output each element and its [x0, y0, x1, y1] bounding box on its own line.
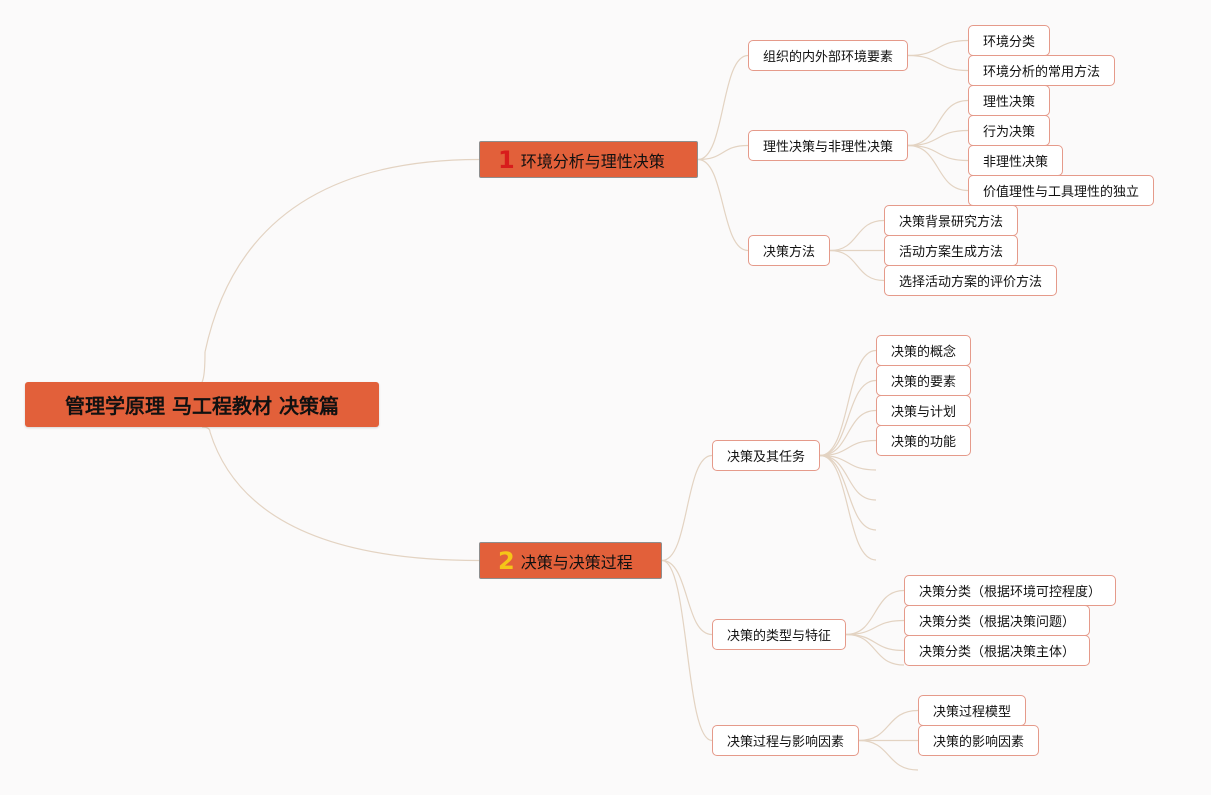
link-sub-1-2-leaf-2: [907, 129, 969, 147]
topic-process-model[interactable]: 决策过程模型: [918, 695, 1027, 726]
root-to-branch-1: [204, 158, 480, 353]
topic-rational-decision[interactable]: 理性决策: [968, 85, 1051, 116]
link-sub-1-3-leaf-3: [829, 249, 885, 282]
link-branch-2-sub-1: [661, 454, 713, 562]
topic-class-by-problem[interactable]: 决策分类（根据决策问题）: [904, 605, 1091, 636]
root-to-branch-2: [209, 431, 480, 562]
branch-label: 环境分析与理性决策: [520, 151, 665, 171]
link-empty-slot-types: [845, 633, 905, 666]
branch-label: 决策与决策过程: [520, 552, 633, 572]
topic-plan-generation[interactable]: 活动方案生成方法: [884, 235, 1019, 266]
topic-value-tool-rationality[interactable]: 价值理性与工具理性的独立: [968, 175, 1155, 206]
root-arc-stem: [201, 426, 211, 433]
link-branch-2-sub-2: [661, 559, 713, 636]
link-sub-1-3-leaf-1: [829, 219, 885, 252]
link-empty-slot-1: [819, 454, 877, 471]
link-sub-2-3-leaf-1: [858, 709, 919, 742]
branch-topic-1[interactable]: 1 环境分析与理性决策: [479, 141, 698, 178]
link-sub-2-1-leaf-3: [819, 409, 877, 457]
link-sub-2-1-leaf-2: [819, 379, 877, 457]
topic-decision-elements[interactable]: 决策的要素: [876, 365, 972, 396]
link-sub-2-2-leaf-3: [845, 633, 905, 652]
topic-irrational-decision[interactable]: 非理性决策: [968, 145, 1064, 176]
branch-topic-2[interactable]: 2 决策与决策过程: [479, 542, 662, 579]
link-sub-2-1-leaf-4: [819, 439, 877, 457]
link-sub-1-2-leaf-3: [907, 144, 969, 162]
link-sub-2-2-leaf-1: [845, 589, 905, 636]
link-empty-slot-3: [819, 454, 877, 531]
topic-env-analysis-methods[interactable]: 环境分析的常用方法: [968, 55, 1116, 86]
link-empty-slot-2: [819, 454, 877, 501]
topic-decision-functions[interactable]: 决策的功能: [876, 425, 972, 456]
subtopic-env-factors[interactable]: 组织的内外部环境要素: [748, 40, 909, 71]
subtopic-decision-process[interactable]: 决策过程与影响因素: [712, 725, 860, 756]
subtopic-rational-decision[interactable]: 理性决策与非理性决策: [748, 130, 909, 161]
link-empty-slot-4: [819, 454, 877, 561]
link-sub-1-1-leaf-2: [907, 54, 969, 72]
link-branch-1-sub-2: [697, 144, 749, 161]
topic-behavioral-decision[interactable]: 行为决策: [968, 115, 1051, 146]
link-empty-slot-process: [858, 739, 919, 771]
topic-class-by-environment[interactable]: 决策分类（根据环境可控程度）: [904, 575, 1117, 606]
root-arc-stem: [201, 351, 206, 383]
topic-class-by-subject[interactable]: 决策分类（根据决策主体）: [904, 635, 1091, 666]
topic-plan-evaluation[interactable]: 选择活动方案的评价方法: [884, 265, 1058, 296]
topic-influence-factors[interactable]: 决策的影响因素: [918, 725, 1040, 756]
topic-decision-concept[interactable]: 决策的概念: [876, 335, 972, 366]
link-branch-1-sub-3: [697, 158, 749, 252]
topic-background-research[interactable]: 决策背景研究方法: [884, 205, 1019, 236]
subtopic-decision-tasks[interactable]: 决策及其任务: [712, 440, 821, 471]
subtopic-decision-methods[interactable]: 决策方法: [748, 235, 831, 266]
link-sub-1-2-leaf-4: [907, 144, 969, 192]
link-sub-2-1-leaf-1: [819, 349, 877, 457]
link-sub-1-1-leaf-1: [907, 39, 969, 57]
number-1-icon: 1: [498, 145, 515, 174]
link-sub-1-2-leaf-1: [907, 99, 969, 147]
subtopic-decision-types[interactable]: 决策的类型与特征: [712, 619, 847, 650]
link-branch-1-sub-1: [697, 54, 749, 161]
number-2-icon: 2: [498, 546, 515, 575]
root-topic[interactable]: 管理学原理 马工程教材 决策篇: [25, 382, 379, 427]
link-sub-2-2-leaf-2: [845, 619, 905, 636]
link-branch-2-sub-3: [661, 559, 713, 742]
topic-env-classification[interactable]: 环境分类: [968, 25, 1051, 56]
topic-decision-and-plan[interactable]: 决策与计划: [876, 395, 972, 426]
